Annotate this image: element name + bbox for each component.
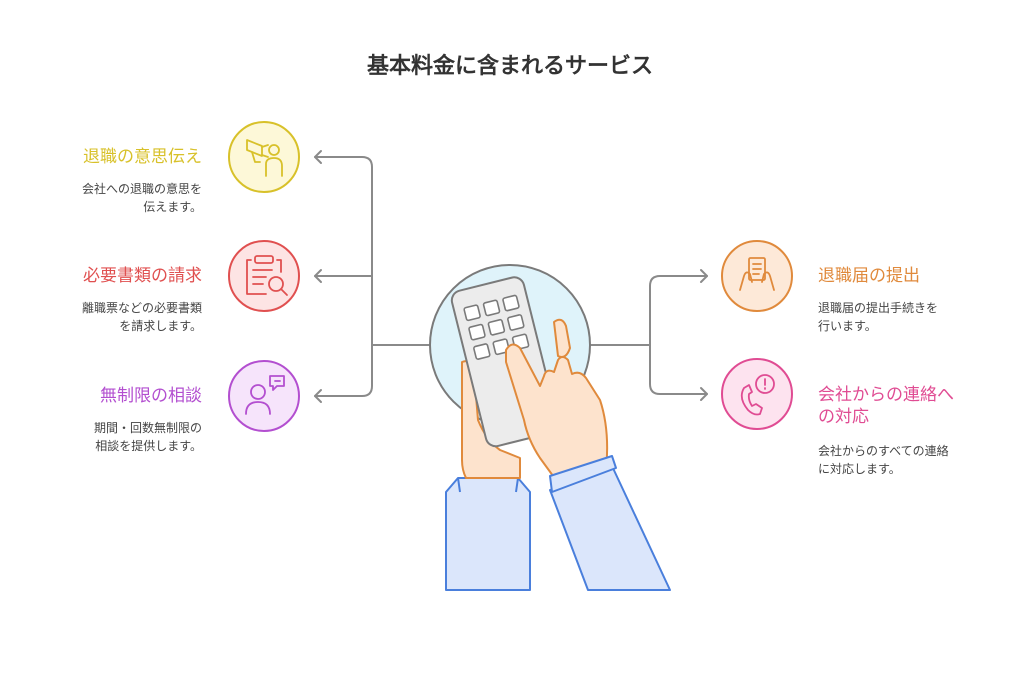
resignation-desc-line2: 行います。 (818, 319, 877, 333)
resignation-icon-badge (721, 240, 793, 312)
documents-desc: 離職票などの必要書類 を請求します。 (30, 299, 202, 335)
connector-contact (649, 344, 708, 395)
arrowhead-documents (314, 269, 322, 283)
documents-desc-line2: を請求します。 (119, 319, 202, 333)
consult-icon-badge (228, 360, 300, 432)
documents-heading: 必要書類の請求 (83, 266, 202, 286)
arrowhead-notice (314, 150, 322, 164)
left-sleeve (445, 477, 531, 591)
consult-desc-line1: 期間・回数無制限の (93, 421, 202, 435)
phone-alert-icon (740, 374, 775, 416)
clipboard-search-icon (246, 255, 288, 296)
contact-desc-line2: に対応します。 (818, 462, 901, 476)
arrowhead-contact (700, 387, 708, 401)
connector-notice (314, 156, 373, 346)
left-connectors (314, 150, 431, 403)
page-title: 基本料金に含まれるサービス (366, 54, 653, 79)
consult-desc-line2: 相談を提供します。 (95, 439, 202, 453)
notice-heading: 退職の意思伝え (83, 147, 202, 167)
arrowhead-consult (314, 389, 322, 403)
right-connectors (589, 269, 708, 401)
documents-desc-line1: 離職票などの必要書類 (81, 301, 202, 315)
right-hand (505, 343, 609, 481)
contact-icon-badge (721, 358, 793, 430)
contact-heading: 会社からの連絡へ の対応 (818, 384, 1008, 428)
contact-desc: 会社からのすべての連絡 に対応します。 (818, 442, 1008, 478)
documents-icon-badge (228, 240, 300, 312)
left-cuff (457, 477, 519, 493)
notice-desc: 会社への退職の意思を 伝えます。 (30, 180, 202, 216)
consult-heading: 無制限の相談 (100, 386, 202, 406)
notice-desc-line1: 会社への退職の意思を (81, 182, 202, 196)
consult-desc: 期間・回数無制限の 相談を提供します。 (30, 419, 202, 455)
contact-heading-line1: 会社からの連絡へ (818, 385, 954, 405)
right-cuff (549, 455, 617, 493)
notice-icon-badge (228, 121, 300, 193)
person-chat-icon (245, 375, 285, 415)
contact-heading-line2: の対応 (818, 407, 869, 427)
contact-desc-line1: 会社からのすべての連絡 (818, 444, 949, 458)
connector-resignation (649, 275, 708, 346)
center-illustration (429, 264, 671, 591)
resignation-desc: 退職届の提出手続きを 行います。 (818, 299, 998, 335)
connector-consult (314, 344, 373, 397)
arrowhead-resignation (700, 269, 708, 283)
resignation-heading: 退職届の提出 (818, 266, 920, 286)
megaphone-person-icon (246, 139, 283, 177)
resignation-desc-line1: 退職届の提出手続きを (818, 301, 939, 315)
notice-desc-line2: 伝えます。 (143, 200, 202, 214)
right-thumb (553, 318, 571, 358)
hands-document-icon (739, 257, 775, 291)
